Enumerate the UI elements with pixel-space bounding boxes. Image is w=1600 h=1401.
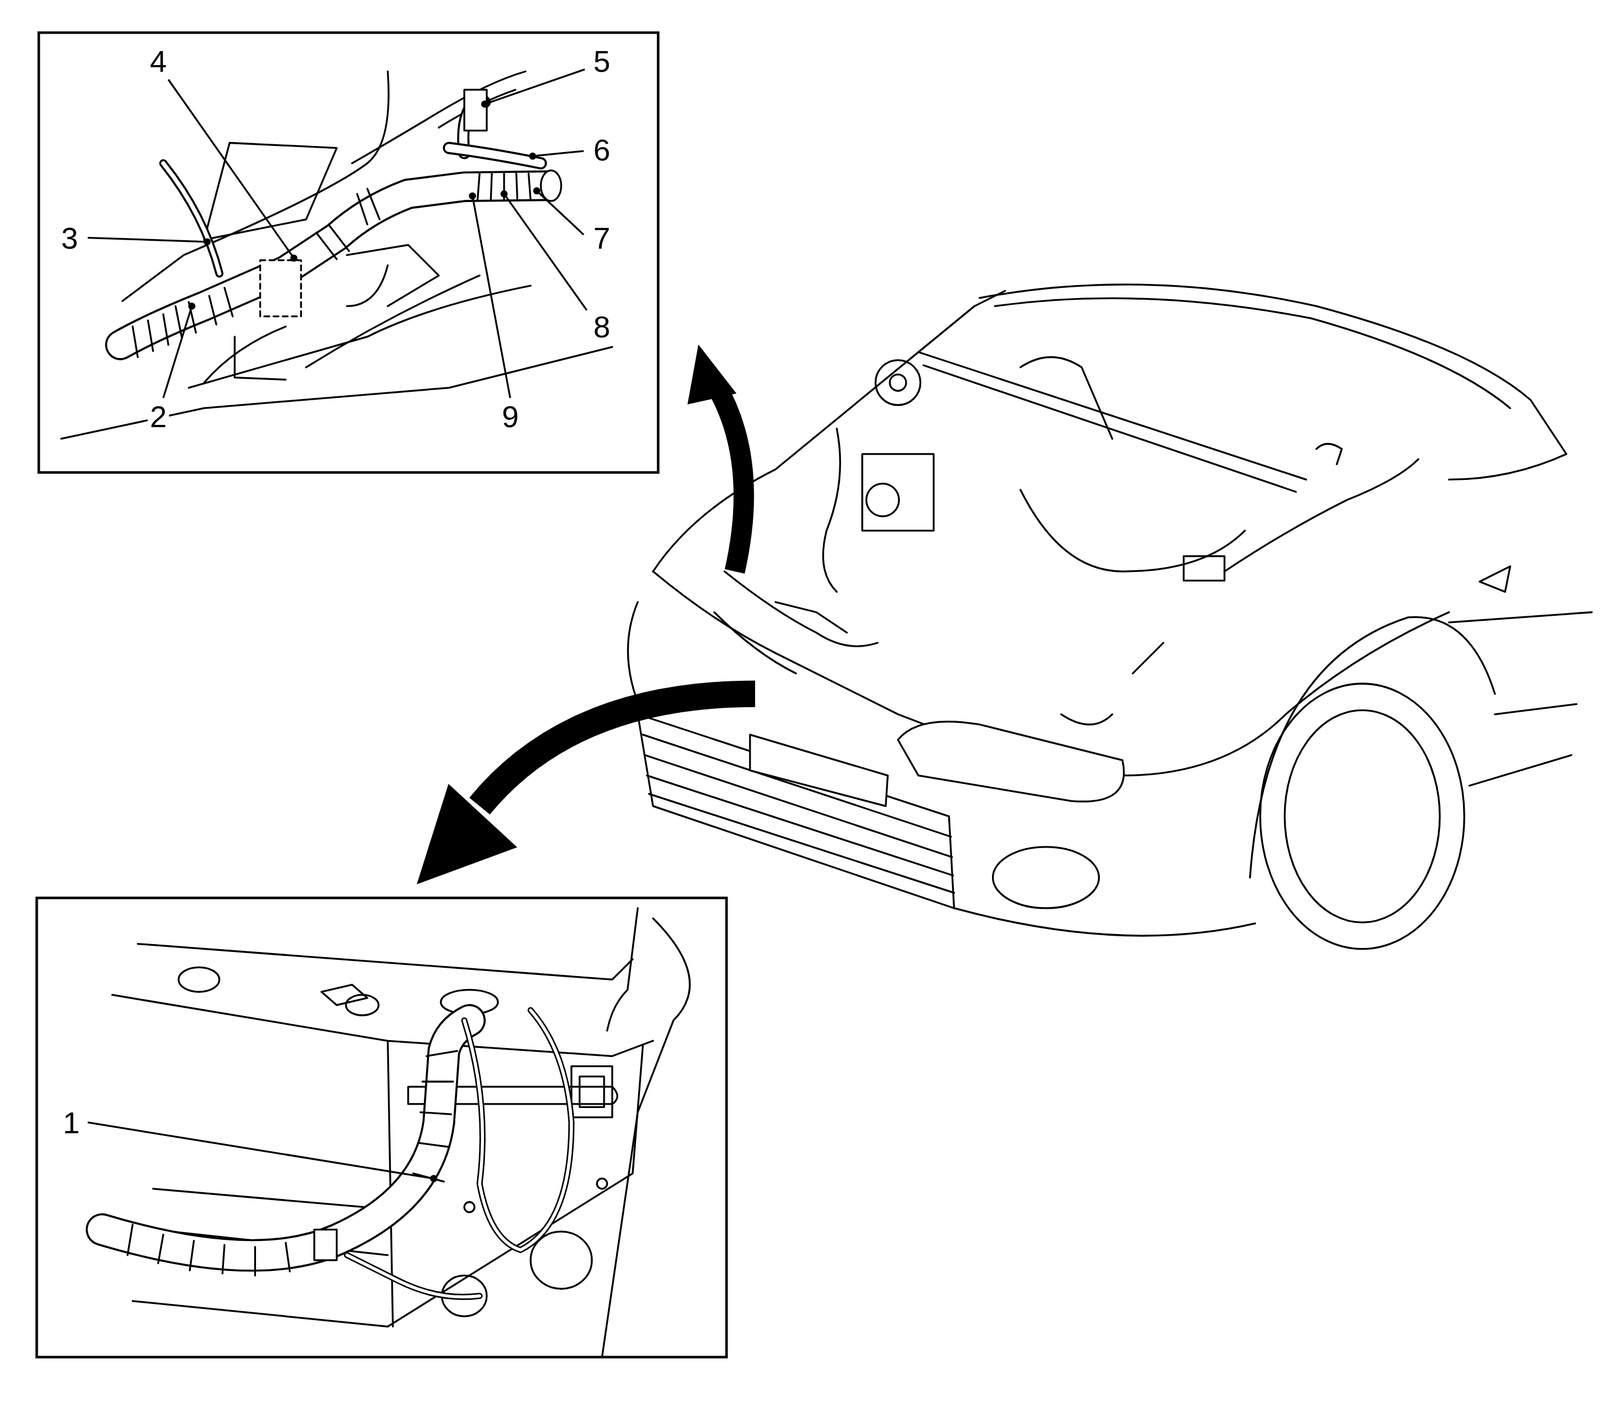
inset-top-drawing-part: [163, 163, 220, 274]
car-part: [866, 483, 899, 517]
leader-lines-part: [163, 305, 192, 399]
inset-bottom-drawing-part: [571, 1066, 613, 1118]
callout-number: 7: [591, 221, 613, 255]
detail-inset-bottom: [36, 898, 727, 1358]
inset-top-drawing-part: [122, 71, 389, 301]
leader-dots-part: [290, 254, 298, 263]
car-part: [1284, 710, 1440, 923]
inset-bottom-drawing-part: [127, 1050, 457, 1276]
leader-dots-part: [528, 152, 537, 160]
inset-top-drawing-part: [357, 188, 380, 225]
car-part: [1061, 642, 1164, 725]
inset-top-drawing-part: [259, 260, 301, 317]
inset-bottom-drawing-part: [178, 967, 220, 992]
car-part: [1448, 612, 1592, 786]
car-part: [1260, 683, 1465, 950]
callout-number: 3: [58, 221, 81, 255]
inset-top-drawing-part: [132, 173, 531, 358]
leader-lines-part: [87, 1122, 434, 1179]
car-part: [714, 602, 847, 674]
inset-bottom-drawing-part: [530, 1231, 592, 1289]
inset-bottom-drawing-part: [345, 994, 379, 1016]
inset-bottom-drawing-part: [464, 1202, 475, 1213]
inset-top-drawing-part: [120, 185, 546, 346]
inset-top-drawing-part: [163, 163, 220, 274]
detail-inset-bottom-part: [36, 898, 727, 1358]
car-part: [979, 284, 1567, 480]
inset-bottom-drawing: [102, 908, 690, 1358]
leader-lines-part: [87, 238, 208, 242]
inset-bottom-drawing-part: [321, 984, 368, 1005]
detail-inset-top-part: [38, 32, 658, 473]
leader-lines: [87, 69, 587, 1179]
inset-bottom-drawing-part: [579, 1076, 605, 1108]
callout-number: 8: [591, 310, 613, 344]
leader-lines-part: [484, 69, 585, 105]
car-part: [642, 734, 954, 894]
car-part: [993, 847, 1100, 909]
car-part: [918, 352, 1307, 492]
inset-top-drawing-part: [188, 244, 531, 388]
inset-bottom-drawing-part: [112, 944, 653, 1057]
leader-lines-part: [536, 190, 584, 235]
leader-dots-part: [481, 100, 489, 108]
inset-top-drawing-part: [449, 148, 542, 164]
inset-top-drawing-part: [120, 185, 546, 346]
inset-bottom-drawing-part: [464, 1010, 572, 1251]
callout-number: 6: [591, 133, 613, 167]
callout-number: 1: [60, 1106, 82, 1140]
inset-bottom-drawing-part: [102, 1020, 470, 1256]
callout-number: 5: [591, 44, 613, 78]
leader-lines-part: [532, 151, 584, 157]
car-part: [652, 290, 1005, 572]
inset-bottom-drawing-part: [601, 908, 690, 1358]
leader-dots-part: [468, 192, 477, 200]
car-part: [1479, 566, 1511, 592]
callout-number: 9: [499, 400, 521, 433]
leader-dots-part: [533, 187, 541, 195]
inset-top-drawing-part: [464, 89, 487, 131]
inset-top-drawing: [61, 71, 613, 439]
car-part: [1183, 556, 1225, 582]
callout-number: 2: [147, 400, 169, 433]
car-part: [1020, 490, 1246, 572]
inset-top-drawing-part: [449, 148, 542, 164]
inset-bottom-drawing-part: [102, 1020, 470, 1256]
car-part: [750, 734, 888, 807]
car: [628, 284, 1593, 950]
inset-bottom-drawing-part: [464, 1010, 572, 1251]
inset-top-drawing-part: [61, 346, 613, 440]
leader-dots-part: [203, 238, 212, 246]
leader-lines-part: [504, 193, 587, 310]
pointer-arrows-part: [479, 693, 756, 807]
car-part: [1224, 459, 1419, 572]
inset-bottom-drawing-part: [596, 1178, 607, 1190]
inset-bottom-drawing-part: [346, 1255, 480, 1298]
inset-bottom-drawing-part: [346, 1255, 480, 1298]
leader-lines-part: [168, 79, 295, 259]
pointer-arrows-part: [418, 785, 516, 884]
leader-dots-part: [500, 190, 509, 198]
leader-lines-part: [472, 195, 511, 399]
leader-dots-part: [188, 302, 196, 310]
inset-bottom-drawing-part: [314, 1230, 337, 1261]
leader-dots: [188, 100, 541, 1183]
car-part: [628, 602, 1256, 936]
car-part: [994, 298, 1511, 409]
leader-dots-part: [430, 1175, 438, 1183]
detail-inset-top: [38, 32, 658, 473]
pointer-arrows-part: [688, 346, 735, 404]
callout-number: 4: [147, 44, 169, 78]
car-part: [889, 374, 907, 391]
car-part: [897, 721, 1124, 802]
car-part: [862, 454, 934, 531]
car-part: [1020, 357, 1113, 439]
pointer-arrows-part: [714, 382, 744, 572]
car-part: [875, 360, 921, 406]
car-part: [1316, 444, 1342, 465]
